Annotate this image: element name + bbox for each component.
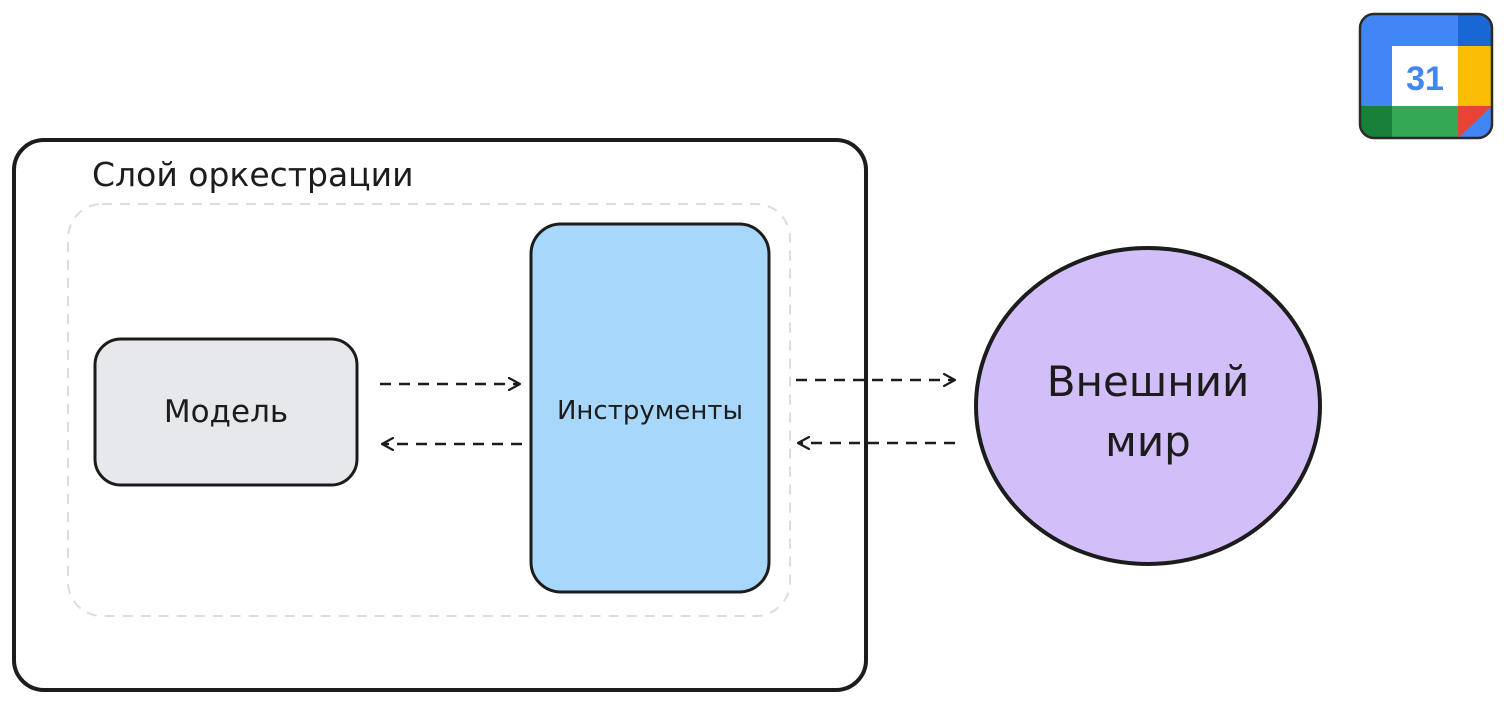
orchestration-inner-dashed-area [67,203,791,617]
model-label: Модель [164,394,288,430]
model-box [93,337,359,487]
calendar-icon: 31 [1358,12,1494,140]
external-world-label-line1: Внешний [1047,357,1250,406]
calendar-day-number: 31 [1406,60,1444,98]
external-world-node: Внешний мир [974,246,1322,566]
orchestration-layer-title: Слой оркестрации [92,155,414,194]
tools-node: Инструменты [529,222,771,594]
model-tools-arrows [380,384,522,444]
external-world-label-line2: мир [1105,417,1191,466]
tools-box [529,222,771,594]
external-world-circle [974,246,1322,566]
model-node: Модель [93,337,359,487]
tools-world-arrows [796,380,955,443]
tools-label: Инструменты [557,396,743,426]
